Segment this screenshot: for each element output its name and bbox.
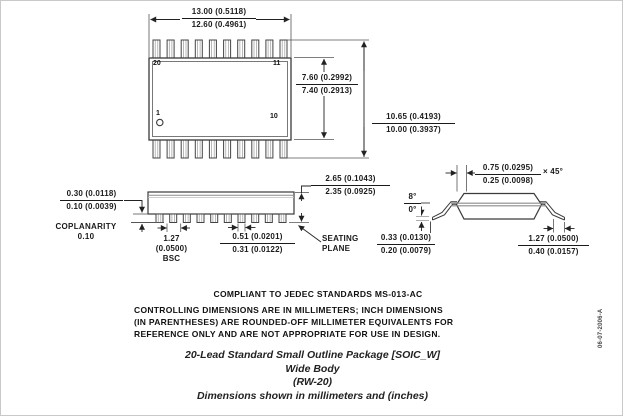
dim-body-width: 7.60 (0.2992) 7.40 (0.2913) (296, 73, 358, 96)
pin-number-20: 20 (153, 60, 161, 67)
title-line-units: Dimensions shown in millimeters and (inc… (196, 389, 429, 402)
title-line-body: Wide Body (285, 362, 340, 375)
title-line-code: (RW-20) (292, 376, 333, 388)
pin1-marker (156, 118, 164, 127)
revision-code: 06-07-2006-A (598, 308, 604, 348)
chamfer-angle-label: × 45° (543, 167, 563, 176)
dim-lead-width: 0.51 (0.0201) 0.31 (0.0122) (220, 232, 295, 255)
pin-number-10: 10 (270, 113, 278, 120)
dim-package-height: 2.65 (0.1043) 2.35 (0.0925) (311, 174, 390, 197)
top-view (148, 14, 369, 159)
end-view (416, 165, 575, 245)
dim-foot-length: 1.27 (0.0500) 0.40 (0.0157) (518, 234, 589, 257)
dim-overall-width: 10.65 (0.4193) 10.00 (0.3937) (372, 112, 455, 135)
dim-lead-pitch: 1.27 (0.0500) BSC (149, 234, 194, 264)
dim-body-length: 13.00 (0.5118) 12.60 (0.4961) (182, 7, 256, 30)
dim-lead-angle: 8° 0° (404, 192, 421, 215)
dim-standoff: 0.30 (0.0118) 0.10 (0.0039) (60, 189, 123, 212)
package-title: 20-Lead Standard Small Outline Package [… (1, 349, 622, 403)
title-line-package: 20-Lead Standard Small Outline Package [… (185, 349, 440, 361)
side-view (124, 185, 322, 243)
pin-number-11: 11 (273, 60, 281, 67)
dim-lead-thickness: 0.33 (0.0130) 0.20 (0.0079) (377, 233, 435, 256)
compliance-notes: COMPLIANT TO JEDEC STANDARDS MS-013-AC C… (134, 288, 502, 340)
coplanarity-note: COPLANARITY 0.10 (48, 222, 124, 242)
pin-number-1: 1 (156, 110, 160, 117)
jedec-compliance-line: COMPLIANT TO JEDEC STANDARDS MS-013-AC (213, 289, 423, 299)
seating-plane-label: SEATING PLANE (322, 234, 359, 253)
dim-chamfer: 0.75 (0.0295) 0.25 (0.0098) (475, 163, 541, 186)
